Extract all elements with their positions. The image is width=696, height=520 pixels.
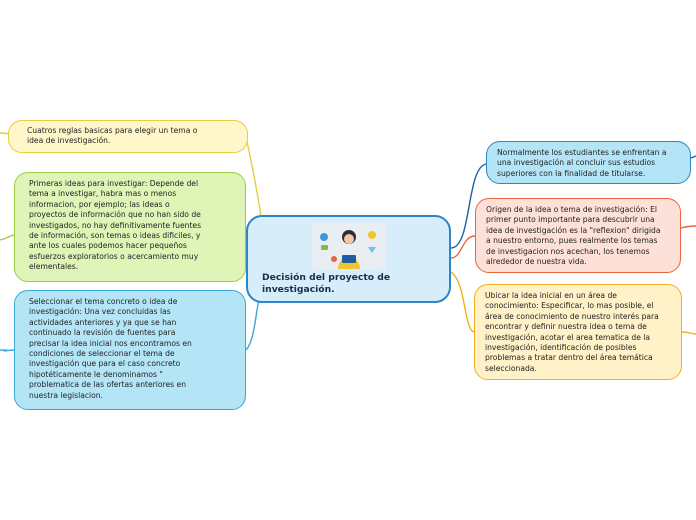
student-illustration: [312, 223, 386, 269]
topic-node-right-3[interactable]: Ubicar la idea inicial en un área de con…: [474, 284, 682, 380]
connector-right1: [450, 163, 487, 249]
topic-node-left-1[interactable]: Cuatros reglas basicas para elegir un te…: [8, 120, 248, 153]
central-topic-title: Decisión del proyecto de investigación.: [262, 272, 391, 295]
topic-node-left-2[interactable]: Primeras ideas para investigar: Depende …: [14, 172, 246, 282]
topic-text: Seleccionar el tema concreto o idea de i…: [29, 297, 192, 400]
connector-right2: [450, 235, 476, 259]
topic-text: Normalmente los estudiantes se enfrentan…: [497, 148, 667, 178]
connector-right1-tail: [690, 155, 696, 159]
topic-text: Origen de la idea o tema de investigació…: [486, 205, 661, 267]
topic-node-right-1[interactable]: Normalmente los estudiantes se enfrentan…: [486, 141, 691, 184]
connector-right2-tail: [680, 225, 696, 229]
connector-right3-tail: [681, 331, 696, 335]
topic-text: Ubicar la idea inicial en un área de con…: [485, 291, 659, 373]
topic-node-right-2[interactable]: Origen de la idea o tema de investigació…: [475, 198, 681, 273]
connector-right3: [450, 271, 475, 333]
central-topic-node[interactable]: Decisión del proyecto de investigación.: [246, 215, 451, 303]
topic-node-left-3[interactable]: Seleccionar el tema concreto o idea de i…: [14, 290, 246, 410]
topic-text: Primeras ideas para investigar: Depende …: [29, 179, 202, 272]
topic-text: Cuatros reglas basicas para elegir un te…: [27, 126, 198, 146]
